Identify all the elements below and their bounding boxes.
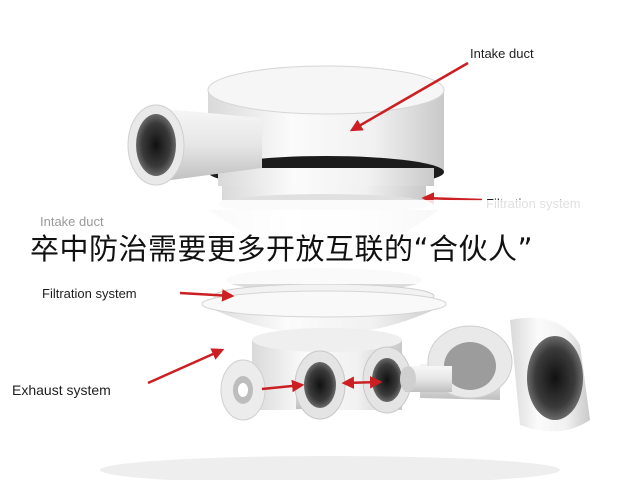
arrow-exhaust-link-2 bbox=[341, 376, 383, 389]
arrow-exhaust bbox=[147, 348, 225, 385]
arrow-exhaust-link-1 bbox=[261, 379, 305, 393]
arrow-filtration-left bbox=[179, 289, 235, 302]
caption-banner bbox=[0, 200, 640, 284]
intake-duct-pipe bbox=[127, 104, 262, 186]
label-intake-duct: Intake duct bbox=[470, 46, 534, 61]
callout-arrows bbox=[147, 61, 483, 393]
arrow-intake bbox=[349, 61, 469, 132]
base-shadow bbox=[100, 456, 560, 480]
label-intake-duct-faded: Intake duct bbox=[40, 214, 104, 229]
exhaust-assembly bbox=[220, 317, 590, 432]
arrow-filtration-right bbox=[421, 192, 483, 205]
caption-text: 卒中防治需要更多开放互联的“合伙人” bbox=[30, 232, 534, 266]
label-filtration-system-left: Filtration system bbox=[42, 286, 137, 301]
label-exhaust-system: Exhaust system bbox=[12, 382, 111, 398]
